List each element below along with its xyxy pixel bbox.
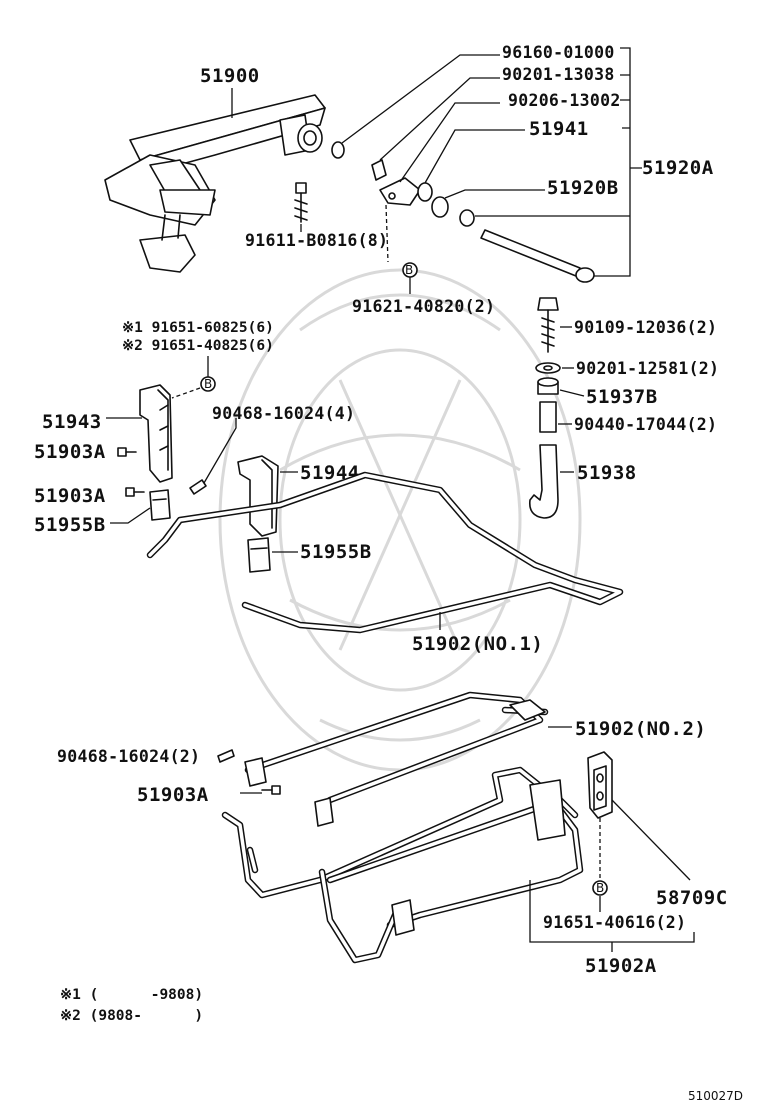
bolt-51903A-bottom: [261, 785, 281, 795]
label-90440: 90440-17044(2): [574, 415, 717, 434]
bolt-51903A-upper: [117, 447, 137, 457]
label-51903A-bottom: 51903A: [137, 784, 209, 806]
bushing-51920B: [431, 196, 449, 218]
leader-90468-upper: [203, 418, 237, 484]
bushing-51937B: [537, 377, 559, 395]
bolt-90109: [537, 297, 559, 353]
label-51941: 51941: [529, 118, 589, 140]
label-96160: 96160-01000: [502, 43, 615, 62]
label-91651-40616: 91651-40616(2): [543, 913, 686, 932]
bolt-marker-91651: [200, 376, 216, 392]
label-51902-no2: 51902(NO.2): [575, 718, 706, 740]
bracket-51943: [139, 384, 173, 483]
bolt-91611: [294, 182, 308, 223]
bolt-51903A-lower: [125, 487, 145, 497]
leader-58709C: [611, 799, 691, 881]
label-51938: 51938: [577, 462, 637, 484]
pipe-51902-no1: [146, 471, 624, 634]
label-58709C: 58709C: [656, 887, 728, 909]
label-51920A: 51920A: [642, 157, 714, 179]
leader-90201-13038: [379, 77, 500, 161]
washer-90201-12581: [535, 362, 561, 374]
footnote-1: ※1 ( -9808): [60, 987, 203, 1003]
leader-51920B: [444, 189, 545, 199]
label-90206: 90206-13002: [508, 91, 621, 110]
bushing-51920A: [459, 209, 475, 227]
crossmember-bracket-51900: [104, 94, 326, 273]
label-51902-no1: 51902(NO.1): [412, 633, 543, 655]
label-51902A: 51902A: [585, 955, 657, 977]
label-note2-91651-40825: ※2 91651-40825(6): [122, 338, 274, 354]
leader-96160: [341, 54, 500, 144]
clip-90468-upper: [189, 479, 207, 495]
bolt-marker-letter: B: [204, 377, 212, 391]
label-51943: 51943: [42, 411, 102, 433]
label-51920B: 51920B: [547, 177, 619, 199]
label-51955B-left: 51955B: [34, 514, 106, 536]
leader-51955B-left: [110, 507, 151, 524]
label-51937B: 51937B: [586, 386, 658, 408]
bracket-51944: [237, 455, 279, 537]
footnote-2: ※2 (9808- ): [60, 1008, 203, 1024]
label-90109: 90109-12036(2): [574, 318, 717, 337]
bracket-58709C: [587, 751, 613, 819]
washer-90201-13038: [371, 159, 387, 181]
dashline-91621: [385, 204, 389, 263]
plate-90206: [379, 177, 421, 206]
label-91611: 91611-B0816(8): [245, 231, 388, 250]
diagram-code: 510027D: [688, 1089, 743, 1103]
label-51900: 51900: [200, 65, 260, 87]
bushing-51941: [417, 182, 433, 202]
bracket-frame-51902A: [391, 779, 566, 936]
label-90468-lower: 90468-16024(2): [57, 747, 200, 766]
washer-96160: [331, 141, 345, 159]
pipe-51902-no2: [244, 691, 549, 804]
bracket-ticks-51920A: [620, 74, 642, 169]
label-note1-91651-60825: ※1 91651-60825(6): [122, 320, 274, 336]
label-51903A-lower: 51903A: [34, 485, 106, 507]
label-91621: 91621-40820(2): [352, 297, 495, 316]
hanger-51938: [528, 444, 559, 519]
bracket-51920A: [594, 47, 631, 277]
collar-90440: [539, 401, 557, 433]
clip-90468-lower: [217, 749, 235, 763]
dashline-91651: [171, 387, 201, 399]
bushing-51955B-right: [247, 537, 271, 573]
leader-51941: [424, 129, 525, 184]
label-51944: 51944: [300, 462, 360, 484]
label-90468-upper: 90468-16024(4): [212, 404, 355, 423]
leader-90206: [399, 102, 500, 183]
bolt-marker-91651-40616: [592, 880, 608, 896]
bolt-marker-letter: B: [405, 263, 413, 277]
clamp-51902-no2: [244, 699, 546, 827]
bushing-51955B-left: [149, 489, 171, 521]
rod-51920: [480, 229, 595, 283]
leader-51937B: [559, 389, 585, 397]
label-90201-12581: 90201-12581(2): [576, 359, 719, 378]
bolt-marker-letter: B: [596, 881, 604, 895]
label-51955B-right: 51955B: [300, 541, 372, 563]
label-90201-13038: 90201-13038: [502, 65, 615, 84]
label-51903A-upper: 51903A: [34, 441, 106, 463]
